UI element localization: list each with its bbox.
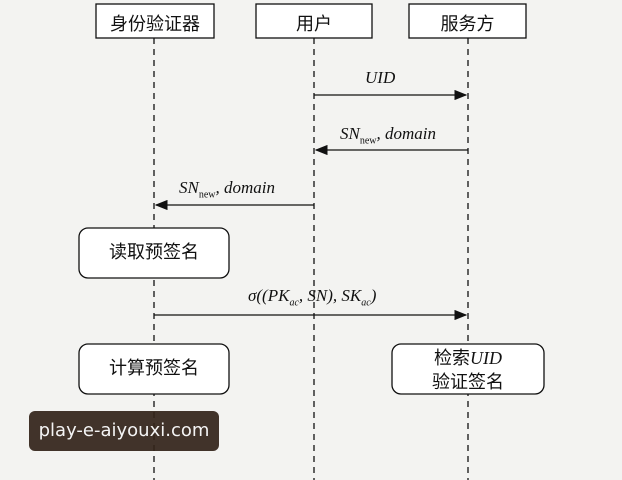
participant-box-user	[255, 3, 373, 39]
compute-presign-label: 计算预签名	[109, 358, 199, 379]
box-read-presign	[78, 227, 230, 279]
retrieve-uid-line: 检索UID	[434, 348, 502, 369]
message-sn-domain-2: SNnew, domain	[179, 178, 276, 201]
participant-service-label: 服务方	[440, 14, 495, 35]
participant-box-service	[408, 3, 527, 39]
watermark-badge: play-e-aiyouxi.com	[29, 411, 219, 451]
participant-user-label: 用户	[296, 14, 332, 35]
read-presign-label: 读取预签名	[109, 242, 199, 263]
participant-device-label: 身份验证器	[110, 14, 200, 35]
message-uid-text: UID	[365, 68, 396, 87]
box-retrieve-verify	[391, 343, 545, 395]
retrieve-verify-label: 检索UID 验证签名	[392, 346, 544, 395]
message-signature: σ((PKac, SN), SKac)	[248, 286, 377, 309]
box-compute-presign	[78, 343, 230, 395]
verify-sign-line: 验证签名	[432, 372, 504, 393]
participant-box-device	[95, 3, 215, 39]
message-sn-domain-1: SNnew, domain	[340, 124, 437, 147]
message-uid: UID	[365, 68, 395, 88]
